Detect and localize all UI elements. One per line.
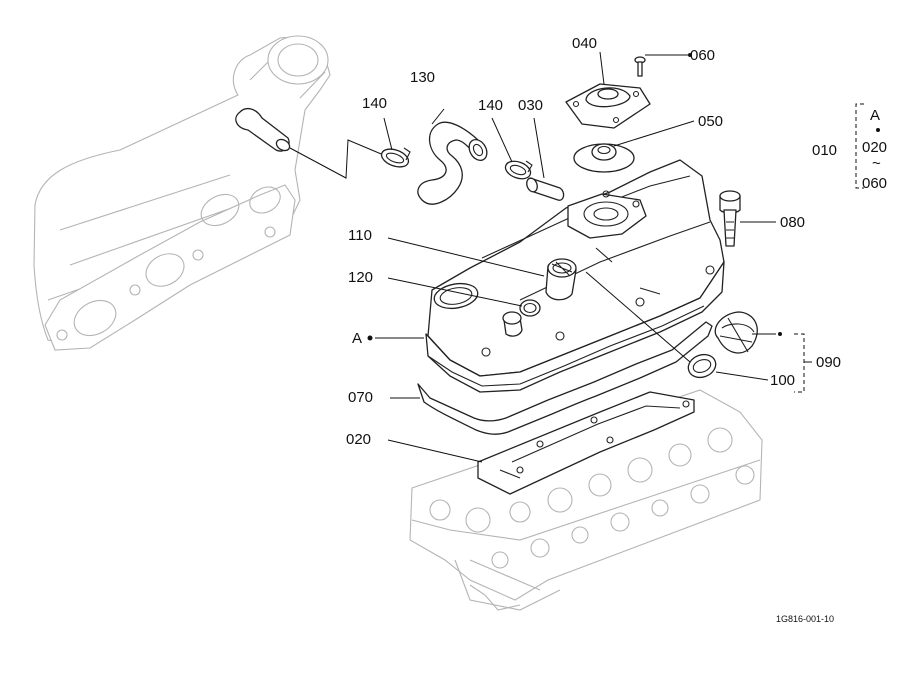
head-gasket-icon: [477, 391, 695, 495]
label-100: 100: [770, 372, 795, 389]
group-tilde: ~: [872, 155, 881, 172]
group-bracket-090: [794, 333, 805, 393]
cover-gasket-icon: [417, 321, 713, 435]
bolt-icon: [719, 190, 741, 247]
breather-cap-icon: [565, 83, 651, 129]
label-040: 040: [572, 35, 597, 52]
breather-pipe-icon: [526, 177, 565, 201]
label-020: 020: [346, 431, 371, 448]
breather-hose-icon: [417, 121, 488, 205]
label-030: 030: [518, 97, 543, 114]
label-050: 050: [698, 113, 723, 130]
label-130: 130: [410, 69, 435, 86]
o-ring-icon: [687, 353, 717, 379]
breather-routing-lines: [289, 139, 387, 179]
group-bracket-010: [855, 103, 864, 189]
label-090: 090: [816, 354, 841, 371]
label-010: 010: [812, 142, 837, 159]
cylinder-head-ghost: [409, 389, 763, 611]
o-ring-small-icon: [519, 299, 541, 317]
exhaust-manifold-ghost: [33, 35, 331, 351]
group-from: 020: [862, 139, 887, 156]
diaphragm-icon: [573, 143, 635, 173]
leader-lines: [367, 51, 782, 463]
label-110: 110: [348, 227, 372, 244]
screw-icon: [634, 56, 646, 77]
drawing-code: 1G816-001-10: [776, 614, 834, 624]
oil-filler-cap-icon: [714, 311, 758, 354]
part-labels: 040 060 050 130 140 140 030 080 110 120 …: [346, 35, 887, 624]
hose-clamp-left-icon: [380, 147, 411, 168]
label-070: 070: [348, 389, 373, 406]
group-ref-a: A: [870, 107, 880, 124]
label-120: 120: [348, 269, 373, 286]
label-080: 080: [780, 214, 805, 231]
group-to: 060: [862, 175, 887, 192]
label-a: A: [352, 330, 362, 347]
hose-clamp-right-icon: [504, 160, 533, 180]
label-140-right: 140: [478, 97, 503, 114]
label-060: 060: [690, 47, 715, 64]
cylinder-head-cover-icon: [425, 159, 725, 393]
label-140-left: 140: [362, 95, 387, 112]
